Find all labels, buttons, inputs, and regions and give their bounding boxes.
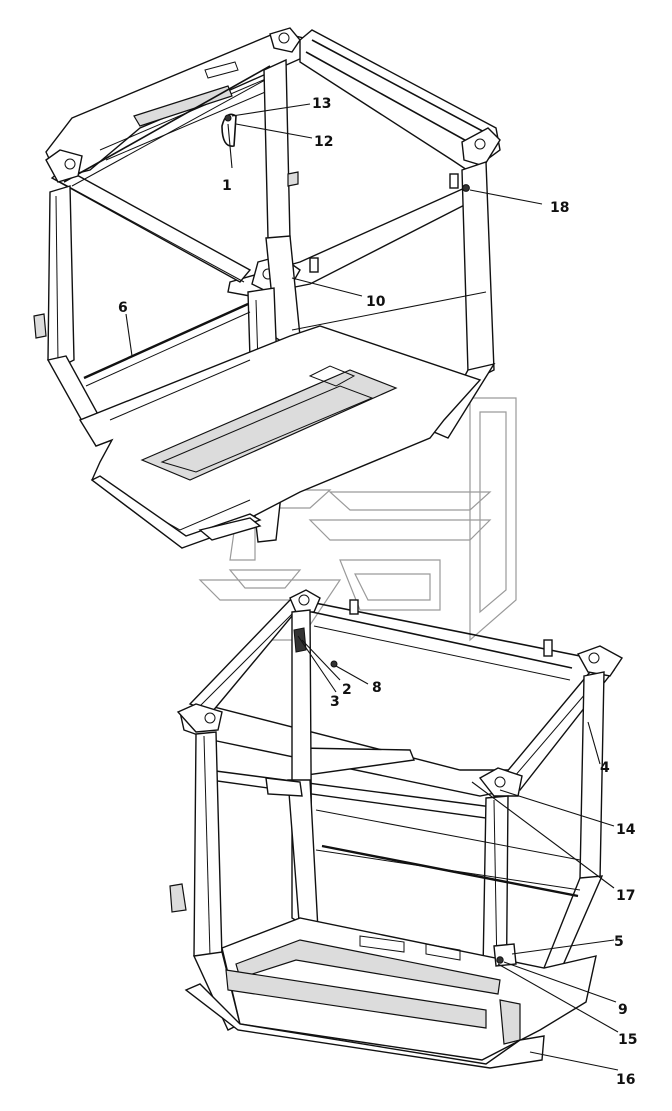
callout-6: 6 xyxy=(118,300,128,316)
upper-cab-frame xyxy=(33,27,501,549)
callout-18: 18 xyxy=(550,200,569,216)
lower-cab-frame xyxy=(169,589,624,1069)
callout-16: 16 xyxy=(616,1072,635,1088)
callout-17: 17 xyxy=(616,888,635,904)
callout-10: 10 xyxy=(366,294,386,310)
callout-2: 2 xyxy=(342,682,352,698)
callout-14: 14 xyxy=(616,822,636,838)
leader-lines xyxy=(125,103,619,1071)
callout-12: 12 xyxy=(314,134,333,150)
callout-3: 3 xyxy=(330,694,340,710)
callout-4: 4 xyxy=(600,760,610,776)
callout-5: 5 xyxy=(614,934,624,950)
callout-8: 8 xyxy=(372,680,382,696)
callout-13: 13 xyxy=(312,96,331,112)
callout-15: 15 xyxy=(618,1032,637,1048)
callout-9: 9 xyxy=(618,1002,628,1018)
callout-1: 1 xyxy=(222,178,232,194)
callout-labels: 1 2 3 4 5 6 8 9 10 12 13 14 15 16 17 18 xyxy=(118,96,637,1088)
